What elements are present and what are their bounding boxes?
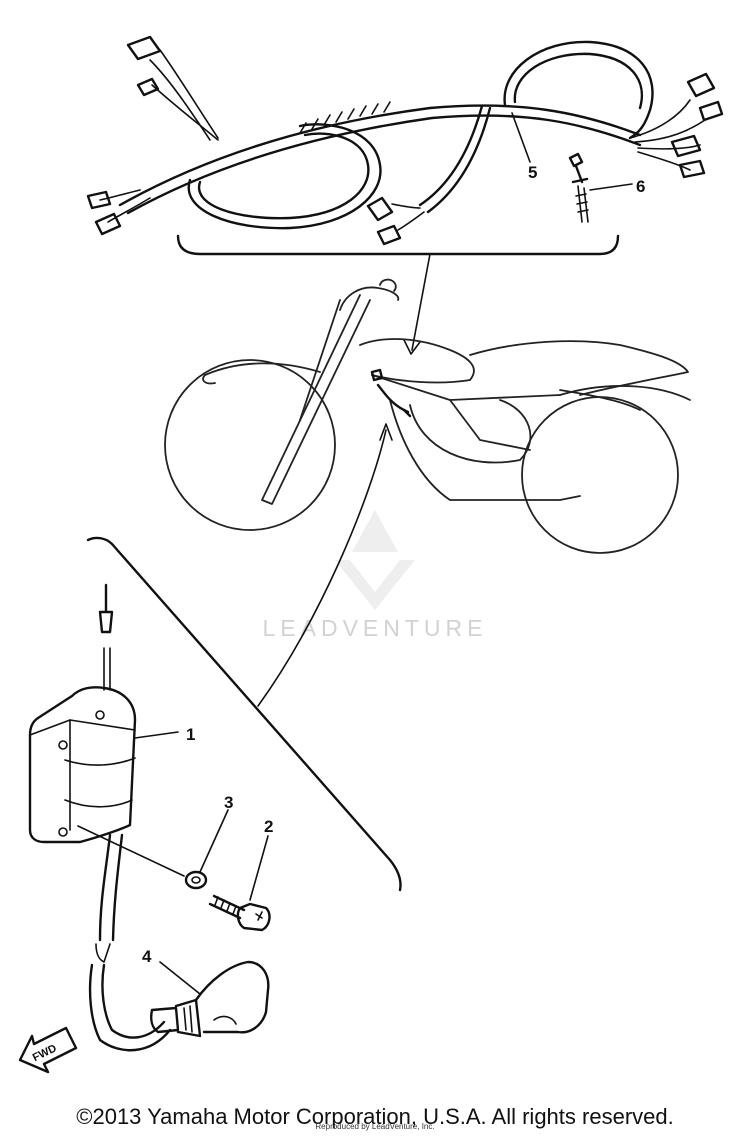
callout-4: 4 <box>142 947 152 966</box>
cdi-unit <box>28 583 179 1052</box>
section-divider <box>86 536 402 892</box>
assembly-bracket <box>176 234 620 256</box>
watermark-text: LEADVENTURE <box>263 615 488 641</box>
callout-3: 3 <box>224 793 233 812</box>
fwd-label: FWD <box>31 1042 59 1064</box>
wire-harness <box>86 35 724 246</box>
spark-plug-cap <box>150 960 270 1038</box>
copyright-notice: ©2013 Yamaha Motor Corporation, U.S.A. A… <box>76 1104 674 1129</box>
washer <box>184 809 229 890</box>
watermark-logo <box>335 510 415 610</box>
bolt <box>208 835 271 932</box>
location-arrow <box>411 253 431 351</box>
reproduction-credit: Reproduced by LeadVenture, Inc. <box>315 1122 435 1131</box>
callout-5: 5 <box>528 163 537 182</box>
callout-6: 6 <box>636 177 645 196</box>
forward-direction-arrow: FWD <box>18 1026 78 1074</box>
motorcycle-outline <box>164 278 691 707</box>
callout-1: 1 <box>186 725 195 744</box>
alignment-line <box>77 825 185 877</box>
callout-2: 2 <box>264 817 273 836</box>
harness-clip <box>568 152 633 223</box>
